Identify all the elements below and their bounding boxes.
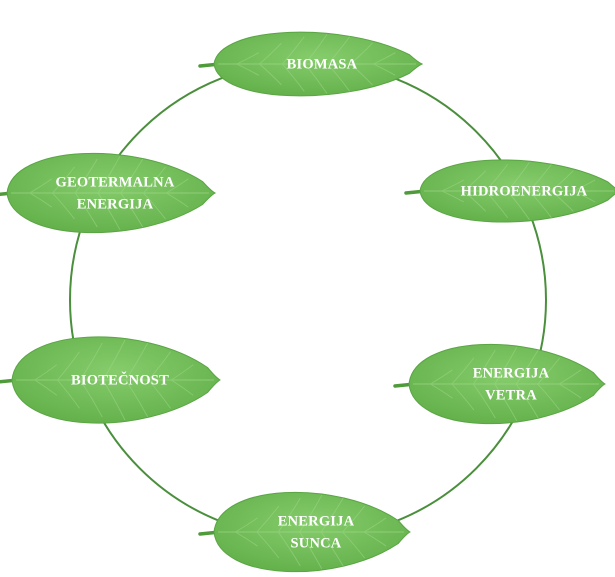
leaf-biomasa: BIOMASA [198, 31, 424, 97]
leaf-veins [218, 494, 404, 570]
leaf-veins [218, 34, 416, 94]
leaf-veins [11, 155, 209, 231]
leaf-label: ENERGIJA [473, 365, 550, 381]
leaf-veins [16, 339, 214, 421]
leaf-label: BIOMASA [287, 56, 358, 72]
leaf-label: ENERGIJA [77, 196, 154, 212]
leaf-veins [413, 346, 599, 422]
leaf-label: VETRA [485, 387, 537, 403]
leaf-geotermalna-energija: GEOTERMALNA ENERGIJA [0, 152, 217, 234]
leaf-label: SUNCA [291, 535, 342, 551]
leaf-veins [424, 161, 614, 221]
leaf-label: ENERGIJA [278, 513, 355, 529]
leaf-energija-sunca: ENERGIJA SUNCA [198, 491, 411, 573]
leaf-label: BIOTEČNOST [71, 371, 169, 388]
leaf-label: HIDROENERGIJA [461, 183, 588, 199]
cycle-ring [69, 61, 547, 539]
leaf-energija-vetra: ENERGIJA VETRA [393, 343, 606, 425]
leaf-label: GEOTERMALNA [55, 174, 174, 190]
leaves-layer: BIOMASAHIDROENERGIJAENERGIJAVETRAENERGIJ… [0, 31, 615, 573]
leaf-hidroenergija: HIDROENERGIJA [404, 159, 615, 223]
leaf-biotecnost: BIOTEČNOST [0, 336, 221, 424]
